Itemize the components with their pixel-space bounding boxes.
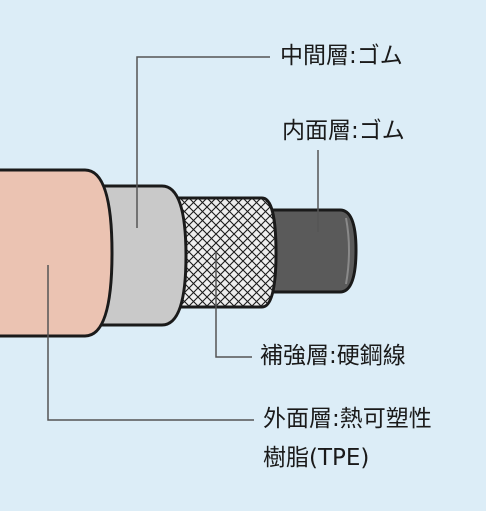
- label-middle-layer: 中間層:ゴム: [280, 43, 403, 69]
- inner-layer-shape: [263, 208, 358, 294]
- inner-layer-highlight: [345, 217, 350, 285]
- label-outer-layer-line2: 樹脂(TPE): [263, 445, 370, 471]
- leader-line-middle: [136, 56, 270, 228]
- leader-line-reinforcement: [215, 252, 252, 358]
- reinforcement-layer-mesh: [158, 196, 278, 309]
- label-reinforcement-layer: 補強層:硬鋼線: [260, 343, 406, 369]
- leader-line-outer: [47, 265, 254, 421]
- label-inner-layer: 内面層:ゴム: [282, 118, 405, 144]
- label-outer-layer-line1: 外面層:熱可塑性: [263, 406, 432, 432]
- outer-layer-shape: [0, 168, 114, 338]
